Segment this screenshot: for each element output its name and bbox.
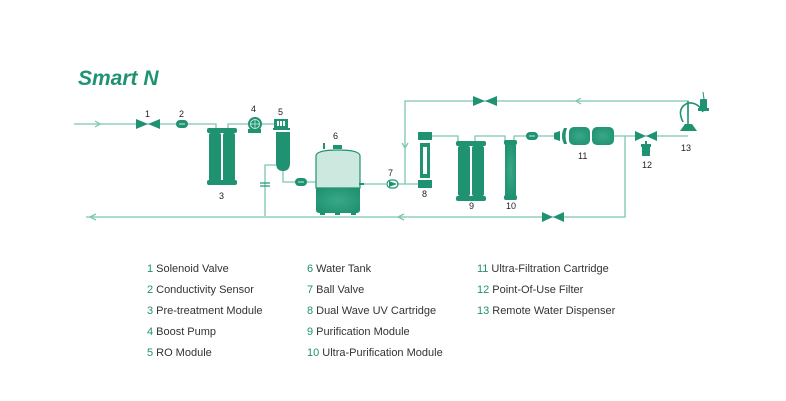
legend-label: Boost Pump (156, 326, 217, 338)
left-arrow-icon-bottom (88, 213, 97, 221)
legend-number: 1 (147, 263, 154, 275)
component-label: 7 (388, 168, 393, 178)
left-arrow-icon-top (574, 97, 582, 105)
legend-label: Remote Water Dispenser (492, 305, 616, 317)
legend-number: 11 (477, 263, 489, 275)
ro-module-icon (273, 119, 290, 171)
legend-label: Conductivity Sensor (156, 284, 254, 296)
legend-number: 5 (147, 347, 154, 359)
point-of-use-filter-icon (635, 131, 657, 156)
legend-number: 4 (147, 326, 154, 338)
down-arrow-icon (401, 142, 409, 150)
legend-label: Pre-treatment Module (156, 305, 263, 317)
pipe-ro-drain (264, 164, 276, 216)
conductivity-sensor-icon (176, 120, 188, 128)
legend-label: Ball Valve (316, 284, 365, 296)
component-label: 9 (469, 201, 474, 211)
component-label: 4 (251, 104, 256, 114)
legend-label: Dual Wave UV Cartridge (316, 305, 437, 317)
tank-inlet-sensor-icon (295, 178, 307, 186)
pretreatment-module-icon (207, 128, 237, 185)
component-label: 2 (179, 109, 184, 119)
inlet-arrow-icon (94, 120, 102, 128)
remote-water-dispenser-icon (679, 91, 709, 131)
uf-inlet-sensor-icon (526, 132, 538, 140)
water-tank-icon (315, 143, 364, 215)
recirculation-valve-top-icon (473, 96, 497, 106)
legend-number: 3 (147, 305, 154, 317)
legend-label: Solenoid Valve (156, 263, 229, 275)
legend-number: 7 (307, 284, 314, 296)
legend-number: 13 (477, 305, 490, 317)
component-label: 12 (642, 160, 652, 170)
pipe-purification-to-ultra (474, 135, 506, 142)
legend-label: Ultra-Filtration Cartridge (491, 263, 609, 275)
component-label: 6 (333, 131, 338, 141)
flow-restrictor-icon (260, 182, 270, 187)
legend-label: Purification Module (316, 326, 410, 338)
pipe-to-pretreatment (214, 123, 217, 129)
ultra-filtration-cartridge-icon (554, 127, 614, 145)
legend-label: RO Module (156, 347, 212, 359)
pipe-pretreatment-to-pump (227, 123, 248, 129)
recirculation-valve-bottom-icon (542, 212, 564, 222)
left-arrow-icon-mid (396, 213, 405, 221)
component-label: 3 (219, 191, 224, 201)
legend-number: 12 (477, 284, 490, 296)
component-label: 10 (506, 201, 516, 211)
legend-number: 6 (307, 263, 314, 275)
legend-label: Water Tank (316, 263, 372, 275)
ultra-purification-module-icon (504, 140, 517, 200)
component-label: 5 (278, 107, 283, 117)
legend-number: 9 (307, 326, 314, 338)
component-label: 1 (145, 109, 150, 119)
component-label: 11 (578, 151, 587, 161)
component-label: 13 (681, 143, 691, 153)
pipes (74, 97, 689, 221)
ball-valve-icon (386, 179, 399, 189)
legend-number: 10 (307, 347, 320, 359)
purification-module-icon (456, 141, 486, 201)
diagram-title: Smart N (78, 67, 159, 90)
legend-label: Point-Of-Use Filter (492, 284, 584, 296)
legend-number: 2 (147, 284, 154, 296)
legend-number: 8 (307, 305, 314, 317)
solenoid-valve-icon (136, 119, 160, 129)
pipe-return-loop (86, 136, 626, 218)
boost-pump-icon (248, 117, 262, 133)
uv-cartridge-icon (418, 132, 432, 188)
legend-label: Ultra-Purification Module (322, 347, 443, 359)
component-label: 8 (422, 189, 427, 199)
